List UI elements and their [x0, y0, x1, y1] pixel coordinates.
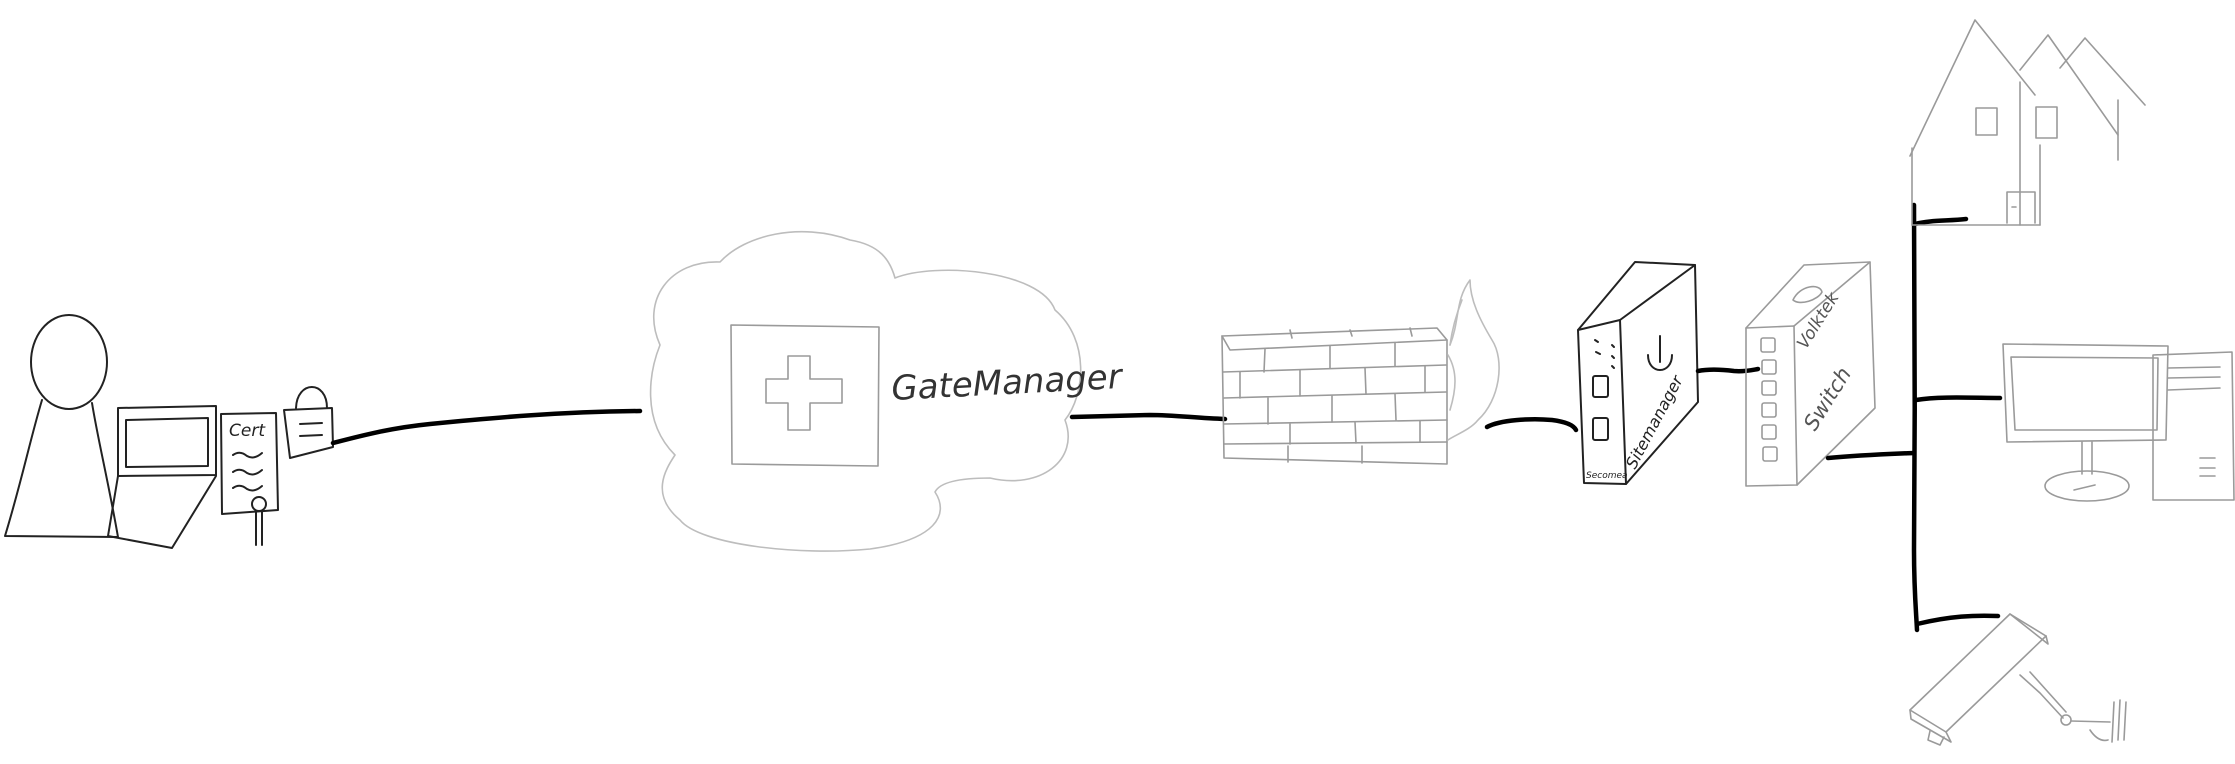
network-bus: [1911, 202, 2003, 633]
cloud-icon: [649, 230, 1082, 552]
certificate-label: Cert: [229, 421, 266, 441]
plus-icon: [765, 355, 843, 431]
gatemanager-box: [730, 324, 880, 467]
sitemanager-device-icon: [1577, 261, 1699, 485]
connection-wire-firewall-sitemanager: [1484, 417, 1579, 433]
laptop-icon: [107, 405, 217, 549]
connection-wire-switch-bus: [1825, 450, 1916, 461]
person-icon: [4, 314, 119, 538]
connection-wire-client-cloud: [330, 408, 643, 446]
computer-icon: [2002, 343, 2235, 502]
flame-icon: [1447, 279, 1500, 441]
secomea-label: Secomea: [1586, 471, 1628, 481]
certificate-icon: Cert: [220, 412, 279, 546]
switch-label: Switch: [1799, 363, 1856, 435]
padlock-icon: [283, 386, 334, 459]
house-icon: [1909, 19, 2146, 226]
firewall-icon: [1221, 327, 1448, 465]
connection-wire-cloud-firewall: [1069, 412, 1228, 422]
security-camera-icon: [1909, 613, 2127, 746]
sitemanager-label: Sitemanager: [1622, 371, 1688, 472]
network-switch-icon: [1745, 261, 1876, 487]
connection-wire-sitemanager-switch: [1695, 366, 1761, 374]
gatemanager-label: GateManager: [890, 357, 1124, 409]
